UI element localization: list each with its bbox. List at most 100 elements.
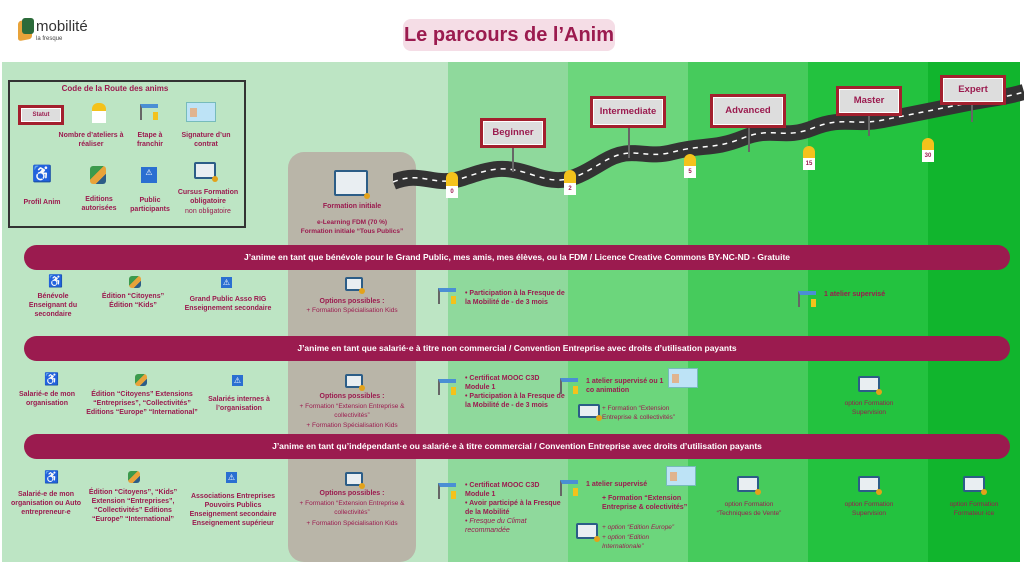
- milestone-count: 30: [922, 150, 934, 162]
- certificate-icon: [194, 162, 218, 182]
- editions-icon: [129, 276, 141, 288]
- row3-options-title: Options possibles :: [319, 490, 385, 497]
- driver-icon: ♿: [44, 470, 59, 484]
- sign-post: [748, 128, 750, 152]
- milestone-count: 2: [564, 183, 576, 195]
- milestone-count: 15: [803, 158, 815, 170]
- driver-icon: ♿: [44, 372, 59, 386]
- legend-cursus: Cursus Formation obligatoire: [177, 189, 239, 205]
- row1-banner: J’anime en tant que bénévole pour le Gra…: [24, 245, 1010, 270]
- row1-editions: Édition “Citoyens” Édition “Kids”: [101, 293, 165, 309]
- barrier-icon: [438, 483, 456, 499]
- row3-beginner-list: Certificat MOOC C3D Module 1 Avoir parti…: [465, 481, 565, 535]
- legend-non-obligatoire: non obligatoire: [185, 208, 231, 215]
- initial-title: Formation initiale: [322, 203, 382, 210]
- row3-options1: + Formation “Extension Entreprise & coll…: [299, 500, 405, 516]
- row2-banner: J’anime en tant que salarié·e à titre no…: [24, 336, 1010, 361]
- certificate-icon: [578, 404, 602, 421]
- certificate-icon: [334, 170, 370, 199]
- logo-sub: la fresque: [36, 36, 63, 42]
- license-icon: [668, 368, 698, 388]
- row2-options-title: Options possibles :: [319, 393, 385, 400]
- editions-icon: [90, 166, 106, 184]
- row3-beginner-item: Certificat MOOC C3D Module 1: [465, 481, 565, 499]
- milestone-cone-icon: [446, 172, 458, 188]
- driver-icon: ♿: [32, 166, 52, 183]
- logo: mobilité la fresque: [18, 18, 108, 46]
- license-icon: [186, 102, 216, 122]
- row3-inter-opt1: + option “Edition Europe”: [602, 524, 675, 531]
- milestone-cone-icon: [564, 170, 576, 186]
- legend-nombre: Nombre d’ateliers à réaliser: [58, 132, 124, 148]
- barrier-icon: [560, 378, 578, 394]
- editions-icon: [128, 471, 140, 483]
- license-icon: [666, 466, 696, 486]
- editions-icon: [135, 374, 147, 386]
- row3-inter-opt2: + option “Edition Internationale”: [602, 534, 650, 550]
- initial-line1: e-Learning FDM (70 %): [316, 219, 388, 226]
- sign-post: [868, 116, 870, 136]
- row3-inter: 1 atelier supervisé: [586, 481, 648, 488]
- row1-options-title: Options possibles :: [319, 298, 385, 305]
- barrier-icon: [140, 104, 158, 120]
- initial-line2: Formation initiale “Tous Publics”: [300, 228, 404, 235]
- legend-public: Public participants: [130, 197, 170, 213]
- sign-post: [512, 148, 514, 172]
- row2-editions: Édition “Citoyens” Extensions “Entrepris…: [86, 391, 198, 416]
- row1-options: + Formation Spécialisation Kids: [306, 307, 398, 314]
- row3-public: Associations Entreprises Pouvoirs Public…: [189, 493, 277, 527]
- certificate-icon: [576, 523, 600, 542]
- road: [393, 84, 1024, 190]
- page-title: Le parcours de l’Anim: [403, 19, 615, 51]
- row3-beginner-item: Avoir participé à la Fresque de la Mobil…: [465, 499, 565, 517]
- sign-post: [628, 128, 630, 158]
- row2-inter: 1 atelier supervisé ou 1 co animation: [586, 378, 664, 394]
- legend-editions: Editions autorisées: [81, 196, 117, 212]
- barrier-icon: [438, 288, 456, 304]
- row3-beginner-item: Fresque du Climat recommandée: [465, 517, 565, 535]
- barrier-icon: [798, 291, 816, 307]
- legend-signature: Signature d’un contrat: [181, 132, 231, 148]
- legend-title: Code de la Route des anims: [61, 84, 169, 93]
- pedestrian-sign-icon: ⚠: [232, 375, 243, 386]
- sign-post: [971, 104, 973, 122]
- pedestrian-sign-icon: ⚠: [221, 277, 232, 288]
- row1-profil: Bénévole Enseignant du secondaire: [28, 293, 78, 318]
- row1-public: Grand Public Asso RIG Enseignement secon…: [184, 296, 272, 312]
- row3-expert: option Formation Formateur·ice: [949, 501, 999, 517]
- row2-beginner-item: Participation à la Fresque de la Mobilit…: [465, 392, 565, 410]
- pedestrian-sign-icon: ⚠: [226, 472, 237, 483]
- row2-master: option Formation Supervision: [844, 400, 894, 416]
- legend-profil: Profil Anim: [23, 199, 61, 206]
- row3-editions: Édition “Citoyens”, “Kids” Extension “En…: [88, 489, 178, 523]
- row2-options1: + Formation “Extension Entreprise & coll…: [299, 403, 405, 419]
- certificate-icon: [858, 376, 882, 395]
- certificate-icon: [858, 476, 882, 495]
- cone-icon: [92, 103, 106, 123]
- row1-beginner-item: Participation à la Fresque de la Mobilit…: [465, 289, 565, 307]
- row3-advanced: option Formation “Techniques de Vente”: [716, 501, 782, 517]
- row2-inter-formation: + Formation “Extension Entreprise & coll…: [602, 405, 675, 421]
- row3-profil: Salarié-e de mon organisation ou Auto en…: [10, 491, 82, 516]
- pedestrian-sign-icon: ⚠: [141, 167, 157, 183]
- barrier-icon: [560, 480, 578, 496]
- level-sign-intermediate: Intermediate: [590, 96, 666, 128]
- row2-public: Salariés internes à l’organisation: [208, 396, 270, 412]
- certificate-icon: [345, 374, 365, 391]
- row2-beginner-list: Certificat MOOC C3D Module 1 Participati…: [465, 374, 565, 410]
- milestone-count: 0: [446, 186, 458, 198]
- driver-icon: ♿: [48, 274, 63, 288]
- row3-inter-formation: + Formation “Extension Entreprise & cole…: [602, 495, 688, 511]
- legend-etape: Etape à franchir: [136, 132, 164, 148]
- legend-statut-sign: Statut: [18, 105, 64, 125]
- certificate-icon: [963, 476, 987, 495]
- level-sign-advanced: Advanced: [710, 94, 786, 128]
- logo-name: mobilité: [36, 18, 88, 35]
- row3-options2: + Formation Spécialisation Kids: [306, 520, 398, 527]
- certificate-icon: [345, 472, 365, 489]
- row2-beginner-item: Certificat MOOC C3D Module 1: [465, 374, 565, 392]
- level-sign-beginner: Beginner: [480, 118, 546, 148]
- certificate-icon: [345, 277, 365, 294]
- legend-box: [8, 80, 246, 228]
- milestone-count: 5: [684, 166, 696, 178]
